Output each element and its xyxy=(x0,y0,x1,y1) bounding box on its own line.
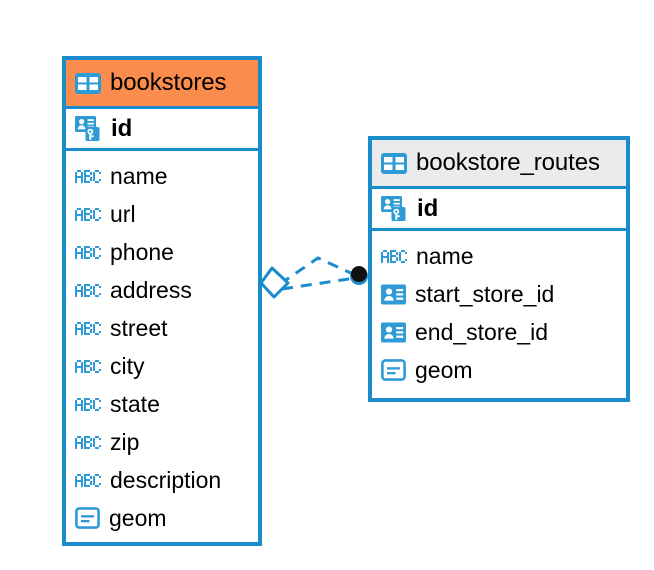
field-label: id xyxy=(111,114,133,142)
primary-key-icon xyxy=(75,116,100,141)
field-row-primary-key[interactable]: id xyxy=(372,186,626,231)
abc-text-icon xyxy=(75,321,101,335)
field-row-zip[interactable]: zip xyxy=(66,423,258,461)
diamond-endpoint[interactable] xyxy=(259,266,290,299)
table-icon xyxy=(75,72,101,94)
field-row-description[interactable]: description xyxy=(66,461,258,499)
field-row-street[interactable]: street xyxy=(66,309,258,347)
field-row-phone[interactable]: phone xyxy=(66,233,258,271)
field-label: geom xyxy=(109,504,167,531)
field-label: zip xyxy=(110,428,140,455)
field-label: phone xyxy=(110,238,174,265)
foreign-key-icon xyxy=(381,322,406,342)
entity-title: bookstores xyxy=(110,69,227,96)
abc-text-icon xyxy=(75,473,101,487)
abc-text-icon xyxy=(75,169,101,183)
abc-text-icon xyxy=(75,245,101,259)
field-row-geom[interactable]: geom xyxy=(372,351,626,389)
field-label: street xyxy=(110,314,168,341)
field-label: id xyxy=(417,194,439,222)
field-label: state xyxy=(110,390,160,417)
geometry-icon xyxy=(381,359,406,381)
entity-header-bookstores[interactable]: bookstores xyxy=(66,60,258,106)
abc-text-icon xyxy=(381,249,407,263)
filled-circle-endpoint-ring xyxy=(350,267,368,285)
field-row-end-store-id[interactable]: end_store_id xyxy=(372,313,626,351)
relationship-line-branch xyxy=(279,256,354,286)
entity-title: bookstore_routes xyxy=(416,149,600,176)
field-row-primary-key[interactable]: id xyxy=(66,106,258,151)
field-label: name xyxy=(416,242,474,269)
field-label: description xyxy=(110,466,222,493)
foreign-key-icon xyxy=(381,284,406,304)
abc-text-icon xyxy=(75,283,101,297)
field-label: city xyxy=(110,352,145,379)
entity-bookstore-routes[interactable]: bookstore_routes id xyxy=(368,136,630,402)
field-label: end_store_id xyxy=(415,318,548,345)
field-row-start-store-id[interactable]: start_store_id xyxy=(372,275,626,313)
geometry-icon xyxy=(75,507,100,529)
field-row-name[interactable]: name xyxy=(66,157,258,195)
entity-bookstores[interactable]: bookstores id xyxy=(62,56,262,546)
abc-text-icon xyxy=(75,397,101,411)
table-icon xyxy=(381,152,407,174)
filled-circle-endpoint[interactable] xyxy=(351,266,367,282)
relationship-line-straight xyxy=(281,276,356,291)
field-row-address[interactable]: address xyxy=(66,271,258,309)
field-row-url[interactable]: url xyxy=(66,195,258,233)
field-list-bookstore-routes: name start_store_id xyxy=(372,231,626,397)
field-row-name[interactable]: name xyxy=(372,237,626,275)
entity-header-bookstore-routes[interactable]: bookstore_routes xyxy=(372,140,626,186)
field-row-state[interactable]: state xyxy=(66,385,258,423)
field-label: name xyxy=(110,162,168,189)
field-label: address xyxy=(110,276,192,303)
field-list-bookstores: name url xyxy=(66,151,258,545)
abc-text-icon xyxy=(75,435,101,449)
primary-key-icon xyxy=(381,196,406,221)
field-row-geom[interactable]: geom xyxy=(66,499,258,537)
abc-text-icon xyxy=(75,359,101,373)
field-row-city[interactable]: city xyxy=(66,347,258,385)
field-label: geom xyxy=(415,356,473,383)
field-label: url xyxy=(110,200,136,227)
abc-text-icon xyxy=(75,207,101,221)
field-label: start_store_id xyxy=(415,280,555,307)
